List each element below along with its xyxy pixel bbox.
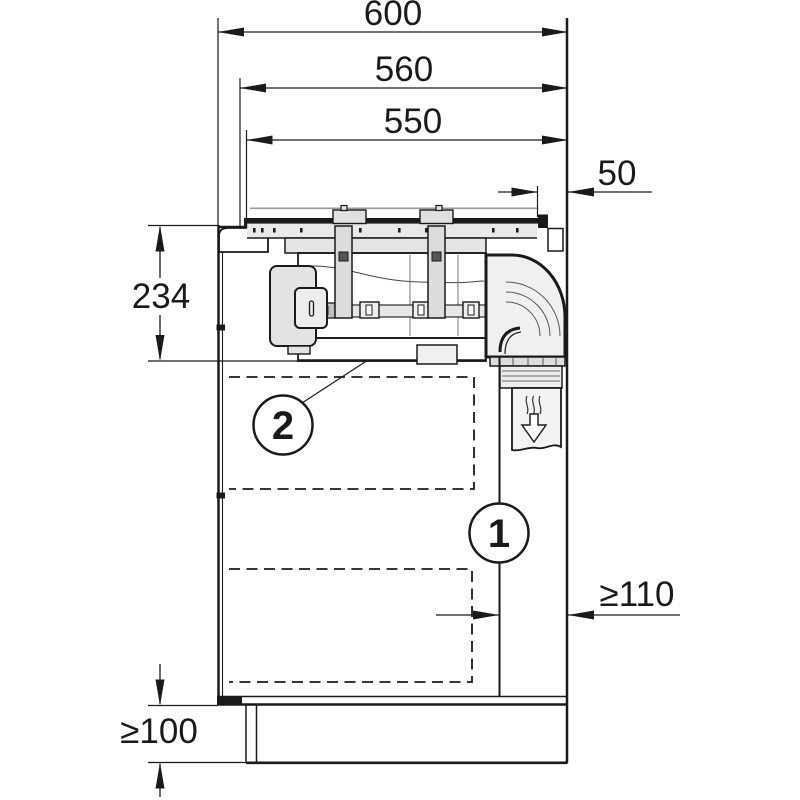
- bottom-board-left-section: [217, 696, 242, 705]
- cutout-zones: [229, 376, 475, 683]
- front-top-rail: [218, 227, 269, 253]
- callout-2: 2: [252, 359, 369, 456]
- duct-sleeve: [499, 365, 563, 389]
- dimension-plinth-height-100: ≥100: [120, 664, 250, 797]
- dim-label-560: 560: [375, 50, 433, 89]
- worktop-rear-step: [538, 214, 548, 228]
- hanging-straps: [334, 225, 446, 319]
- callout-1-label: 1: [488, 512, 510, 556]
- plenum-top-strip: [284, 237, 487, 254]
- arrowhead-left: [218, 27, 244, 37]
- airflow-down-arrow-icon: [520, 395, 548, 444]
- dimension-depth-234: 234: [132, 224, 368, 362]
- callout-2-circle: [252, 394, 314, 456]
- duct-inner-radius: [498, 326, 521, 353]
- dim-label-110: ≥110: [599, 575, 674, 614]
- cutout-zone-upper: [229, 376, 475, 490]
- appliance: [244, 204, 548, 365]
- rear-wall-cleat: [547, 227, 564, 252]
- plenum-inner-contour: [299, 265, 485, 284]
- connector-slot: [308, 300, 315, 317]
- dimension-rear-offset-50: 50: [498, 154, 652, 217]
- mounting-flange: [247, 223, 537, 238]
- callout-1: 1: [468, 502, 530, 564]
- vent-frame-front: [332, 209, 367, 225]
- wall-joint-lower: [216, 492, 225, 499]
- worktop-section: [244, 218, 548, 224]
- callout-2-label: 2: [272, 404, 294, 448]
- junction-box-foot: [287, 345, 311, 355]
- dim-label-234: 234: [132, 277, 190, 316]
- dim-label-550: 550: [384, 102, 442, 141]
- dimension-total-width-600: 600: [217, 0, 568, 226]
- dim-label-100: ≥100: [120, 712, 198, 751]
- arrowhead-right: [542, 27, 568, 37]
- dimension-wall-clearance-110: ≥110: [436, 575, 680, 620]
- exhaust-duct: [484, 253, 567, 452]
- worktop-front-cap: [244, 218, 248, 228]
- plenum-bottom-band: [297, 337, 487, 362]
- dimension-cutout-width-550: 550: [245, 102, 568, 221]
- callout-2-leader: [301, 359, 369, 404]
- dim-label-600: 600: [364, 0, 422, 33]
- duct-elbow: [484, 253, 567, 359]
- hob-glass-edge: [250, 207, 537, 210]
- plenum-access-lid: [416, 344, 458, 365]
- callout-1-circle: [468, 502, 530, 564]
- wall-joint-upper: [216, 324, 225, 331]
- dimension-carcass-width-560: 560: [239, 50, 568, 228]
- cutout-zone-lower: [229, 568, 473, 683]
- connector-box: [294, 287, 328, 329]
- vent-frame-rear: [419, 209, 454, 225]
- cabinet: [216, 18, 569, 765]
- dim-label-50: 50: [598, 154, 637, 193]
